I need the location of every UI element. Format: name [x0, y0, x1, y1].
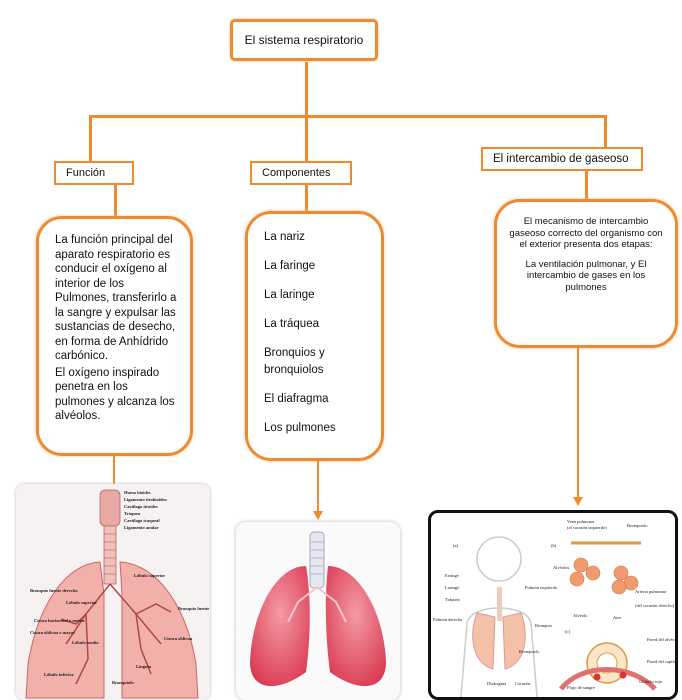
connector-horizontal — [89, 115, 606, 118]
funcion-text-b: El oxígeno inspirado penetra en los pulm… — [55, 366, 175, 423]
left-image-label: Cisura oblicua — [164, 636, 193, 641]
right-image-label: Alvéolo — [573, 613, 588, 618]
intercambio-text-a: El mecanismo de intercambio gaseoso corr… — [509, 216, 663, 250]
intercambio-label: El intercambio de gaseoso — [493, 153, 629, 165]
left-image-label: Hueso hioides — [124, 490, 151, 495]
left-image-label: Tráquea — [124, 511, 141, 516]
left-image-label: Bronquiolo — [112, 680, 134, 685]
intercambio-detail: El mecanismo de intercambio gaseoso corr… — [494, 199, 678, 348]
left-image-label: Lóbulo medio — [72, 640, 99, 645]
componente-item: La faringe — [264, 260, 316, 272]
root-node: El sistema respiratorio — [230, 19, 378, 61]
intercambio-text-b: La ventilación pulmonar, y El intercambi… — [525, 258, 647, 293]
connector-componentes — [305, 115, 308, 161]
left-image-label: Lóbulo superior — [134, 573, 166, 578]
arrow-head-componentes — [313, 511, 323, 520]
funcion-detail: La función principal del aparato respira… — [36, 216, 193, 456]
right-image-label: Glóbulo rojo — [639, 679, 663, 684]
left-image-label: Bronquio fuente izquierdo — [178, 606, 210, 611]
root-title: El sistema respiratorio — [244, 33, 364, 47]
lung-anatomy-illustration — [25, 489, 199, 699]
right-image-label: (a) — [453, 543, 458, 548]
right-image-label: (al corazón izquierdo) — [567, 525, 607, 530]
funcion-label-box: Función — [54, 161, 134, 185]
left-image-label: Lóbulo inferior — [44, 672, 74, 677]
left-image-label: Cisura horizontal o menor — [34, 618, 85, 623]
funcion-label: Función — [66, 167, 106, 179]
componente-item: La nariz — [264, 231, 305, 243]
right-image-label: Corazón — [515, 681, 531, 686]
connector-funcion-detail — [114, 185, 117, 216]
right-image-label: Pared del capilar — [647, 659, 678, 664]
componente-item: Bronquios y bronquiolos — [264, 347, 325, 376]
lungs-image-middle — [236, 522, 400, 700]
right-image-label: Arteria pulmonar — [635, 589, 667, 594]
left-image-label: Ligamento anular — [124, 525, 159, 530]
right-image-label: (del corazón derecho) — [635, 603, 675, 608]
gas-exchange-image-right: (a) (b) Vena pulmonar(al corazón izquierdo… — [428, 510, 678, 700]
left-image-label: Cisura oblicua o mayor — [30, 630, 76, 635]
left-image-label: Ligamento tirohioideo — [124, 497, 167, 502]
componente-item: Los pulmones — [264, 422, 336, 434]
intercambio-label-box: El intercambio de gaseoso — [481, 147, 643, 171]
left-image-label: Cartílago tiroides — [124, 504, 158, 509]
lungs-illustration — [250, 531, 386, 687]
right-image-label: Vena pulmonar — [567, 519, 595, 524]
right-image-label: Tráquea — [445, 597, 460, 602]
left-image-label: Cartílago traqueal — [124, 518, 160, 523]
right-image-label: Bronquio — [535, 623, 553, 628]
right-image-label: Flujo de sangre — [567, 685, 595, 690]
connector-intercambio — [604, 115, 607, 147]
left-image-label: Língula — [136, 664, 152, 669]
right-image-label: Laringe — [445, 585, 459, 590]
componente-item: La laringe — [264, 289, 315, 301]
arrow-head-intercambio — [573, 497, 583, 506]
right-image-label: Pulmón derecho — [433, 617, 463, 622]
right-image-label: Aire — [613, 615, 621, 620]
right-image-label: Faringe — [445, 573, 459, 578]
componente-item: El diafragma — [264, 393, 329, 405]
right-image-label: Bronquiolo — [627, 523, 648, 528]
right-image-label: Alvéolos — [553, 565, 570, 570]
gas-exchange-illustration — [460, 536, 657, 697]
right-image-label: (c) — [565, 629, 570, 634]
connector-componentes-detail — [305, 185, 308, 211]
funcion-text-a: La función principal del aparato respira… — [55, 234, 177, 362]
right-image-label: Diafragma — [487, 681, 507, 686]
right-image-label: Pulmón izquierdo — [525, 585, 558, 590]
right-image-label: Bronquiolo — [519, 649, 540, 654]
left-image-label: Bronquio fuente derecho — [30, 588, 78, 593]
componentes-label: Componentes — [262, 167, 331, 179]
right-image-label: Pared del alvéolo — [647, 637, 678, 642]
connector-root-down — [305, 62, 308, 116]
componente-item: La tráquea — [264, 318, 319, 330]
connector-funcion — [89, 115, 92, 161]
right-image-label: (b) — [551, 543, 557, 548]
connector-intercambio-detail — [585, 171, 588, 199]
left-image-label: Lóbulo superior — [66, 600, 98, 605]
componentes-label-box: Componentes — [250, 161, 352, 185]
